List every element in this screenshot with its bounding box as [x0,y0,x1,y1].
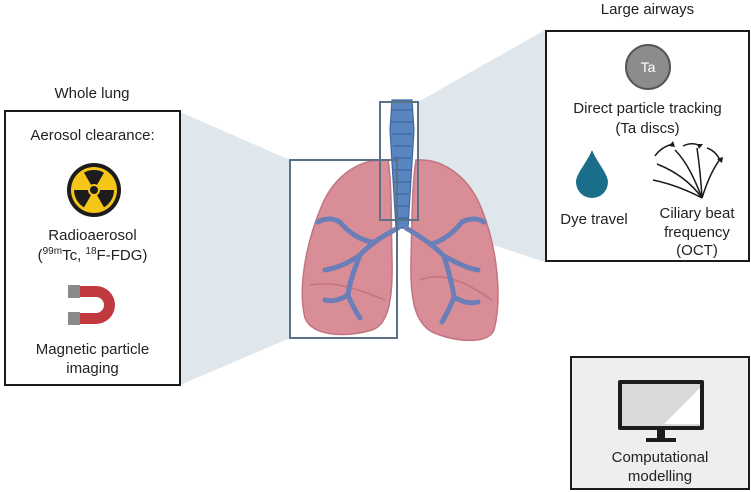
tracking-line2: (Ta discs) [615,120,680,137]
right-bronchial-tree [403,216,487,325]
whole-lung-highlight-box [289,159,398,339]
ciliary-line2: frequency [664,224,730,241]
radioaerosol-isotopes: (99mTc, 18F-FDG) [37,246,148,264]
large-airways-highlight-box [379,101,419,221]
whole-lung-projection [180,112,290,385]
lungs-illustration [301,99,499,342]
left-lung [301,159,393,336]
computer-monitor-icon [618,380,704,442]
magnet-icon [68,285,115,325]
whole-lung-panel: Aerosol clearance: Radioaerosol (99mTc, … [4,110,181,386]
right-lung [410,159,499,342]
tracking-line1: Direct particle tracking [573,100,722,117]
radioaerosol-label: Radioaerosol [48,227,137,244]
computational-line1: Computational [611,449,709,466]
whole-lung-title: Whole lung [54,85,130,102]
large-airways-panel: Ta Direct particle tracking (Ta discs) D… [545,30,750,262]
magnetic-label-line1: Magnetic particle [35,341,150,358]
dye-travel-label: Dye travel [560,211,628,228]
trachea [389,99,415,229]
aerosol-clearance-heading: Aerosol clearance: [30,127,155,144]
dye-drop-icon [576,150,608,198]
ciliary-line3: (OCT) [676,242,718,259]
large-airways-title: Large airways [600,1,695,18]
ciliary-line1: Ciliary beat [659,205,735,222]
radiation-icon [67,163,121,217]
left-bronchial-tree [315,216,401,321]
magnetic-label-line2: imaging [66,360,119,377]
computational-line2: modelling [627,468,693,485]
computational-panel: Computational modelling [570,356,750,490]
ta-disc-icon: Ta [625,44,671,90]
cilia-icon [652,141,723,199]
